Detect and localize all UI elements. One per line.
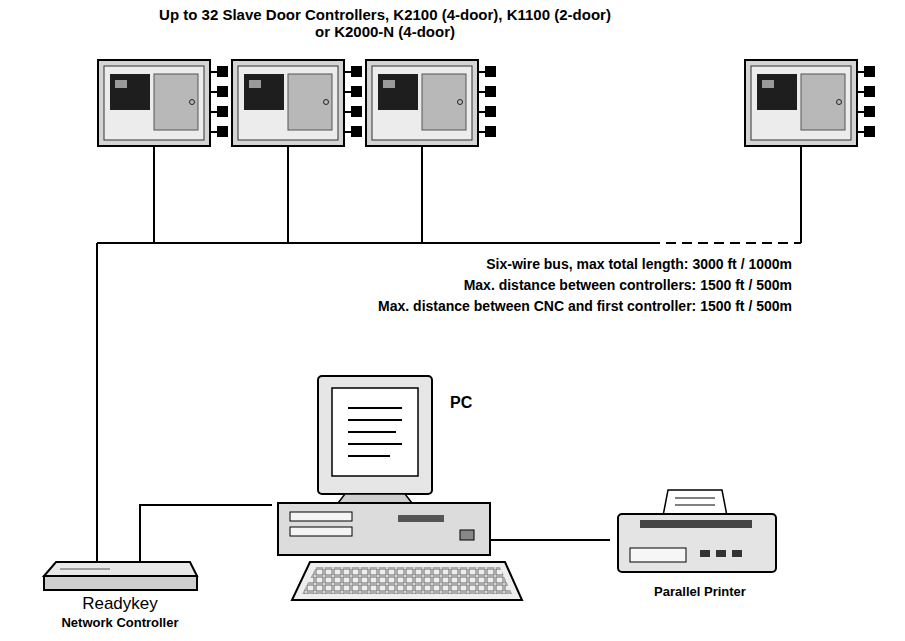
drawing-part xyxy=(290,512,352,521)
device-label: PC xyxy=(450,394,472,412)
device-label: Readykey xyxy=(18,594,222,614)
drawing-part xyxy=(800,146,802,243)
drawing-part xyxy=(96,243,98,562)
drawing-part xyxy=(348,408,402,456)
pc: PC xyxy=(272,374,524,604)
bus-note: Six-wire bus, max total length: 3000 ft … xyxy=(486,256,792,272)
drawing-part xyxy=(302,567,512,594)
drawing-part xyxy=(348,431,396,433)
drawing-part xyxy=(338,494,412,503)
drawing-part xyxy=(348,407,402,409)
drawing-part xyxy=(650,242,801,244)
cable xyxy=(490,539,610,541)
drawing-part xyxy=(44,562,197,576)
drawing-part xyxy=(97,242,650,244)
drawing-part xyxy=(232,60,362,146)
drawing-part xyxy=(292,562,522,600)
device-sublabel: Network Controller xyxy=(18,616,222,631)
bus-note: Max. distance between controllers: 1500 … xyxy=(464,277,792,293)
drawing-part xyxy=(640,520,752,528)
drawing-part xyxy=(44,576,197,590)
drawing-part xyxy=(700,550,710,557)
drawing-part xyxy=(290,527,352,536)
drawing-part xyxy=(460,530,474,540)
drawing-part xyxy=(675,498,715,505)
bus-note: Max. distance between CNC and first cont… xyxy=(378,298,792,314)
drawing-part xyxy=(421,146,423,243)
drawing-part xyxy=(98,60,228,146)
drawing-part xyxy=(618,514,776,572)
pc-illustration xyxy=(278,376,522,600)
drawing-part xyxy=(287,146,289,243)
drawing-part xyxy=(675,505,715,506)
network-controller: ReadykeyNetwork Controller xyxy=(18,562,222,638)
drawing-part xyxy=(60,569,110,570)
drawing-part xyxy=(332,388,418,476)
drawing-part xyxy=(348,443,402,445)
diagram-title: Up to 32 Slave Door Controllers, K2100 (… xyxy=(150,6,620,41)
drawing-part xyxy=(153,146,155,243)
drawing-part xyxy=(745,60,875,146)
drawing-part xyxy=(675,498,715,499)
drawing-part xyxy=(318,376,432,494)
drawing-part xyxy=(732,550,742,557)
drawing-part xyxy=(348,455,390,457)
device-label: Parallel Printer xyxy=(610,585,790,600)
drawing-part xyxy=(663,490,727,516)
drawing-part xyxy=(716,550,726,557)
drawing-part xyxy=(278,503,490,555)
drawing-part xyxy=(398,515,444,522)
six-wire-bus xyxy=(97,146,801,562)
printer-illustration xyxy=(618,490,776,572)
network-controller-illustration xyxy=(44,562,197,590)
parallel-printer: Parallel Printer xyxy=(610,488,790,604)
cable xyxy=(140,505,272,562)
slave-controller xyxy=(98,60,875,146)
drawing-part xyxy=(348,419,402,421)
drawing-part xyxy=(366,60,496,146)
drawing-part xyxy=(630,548,686,562)
